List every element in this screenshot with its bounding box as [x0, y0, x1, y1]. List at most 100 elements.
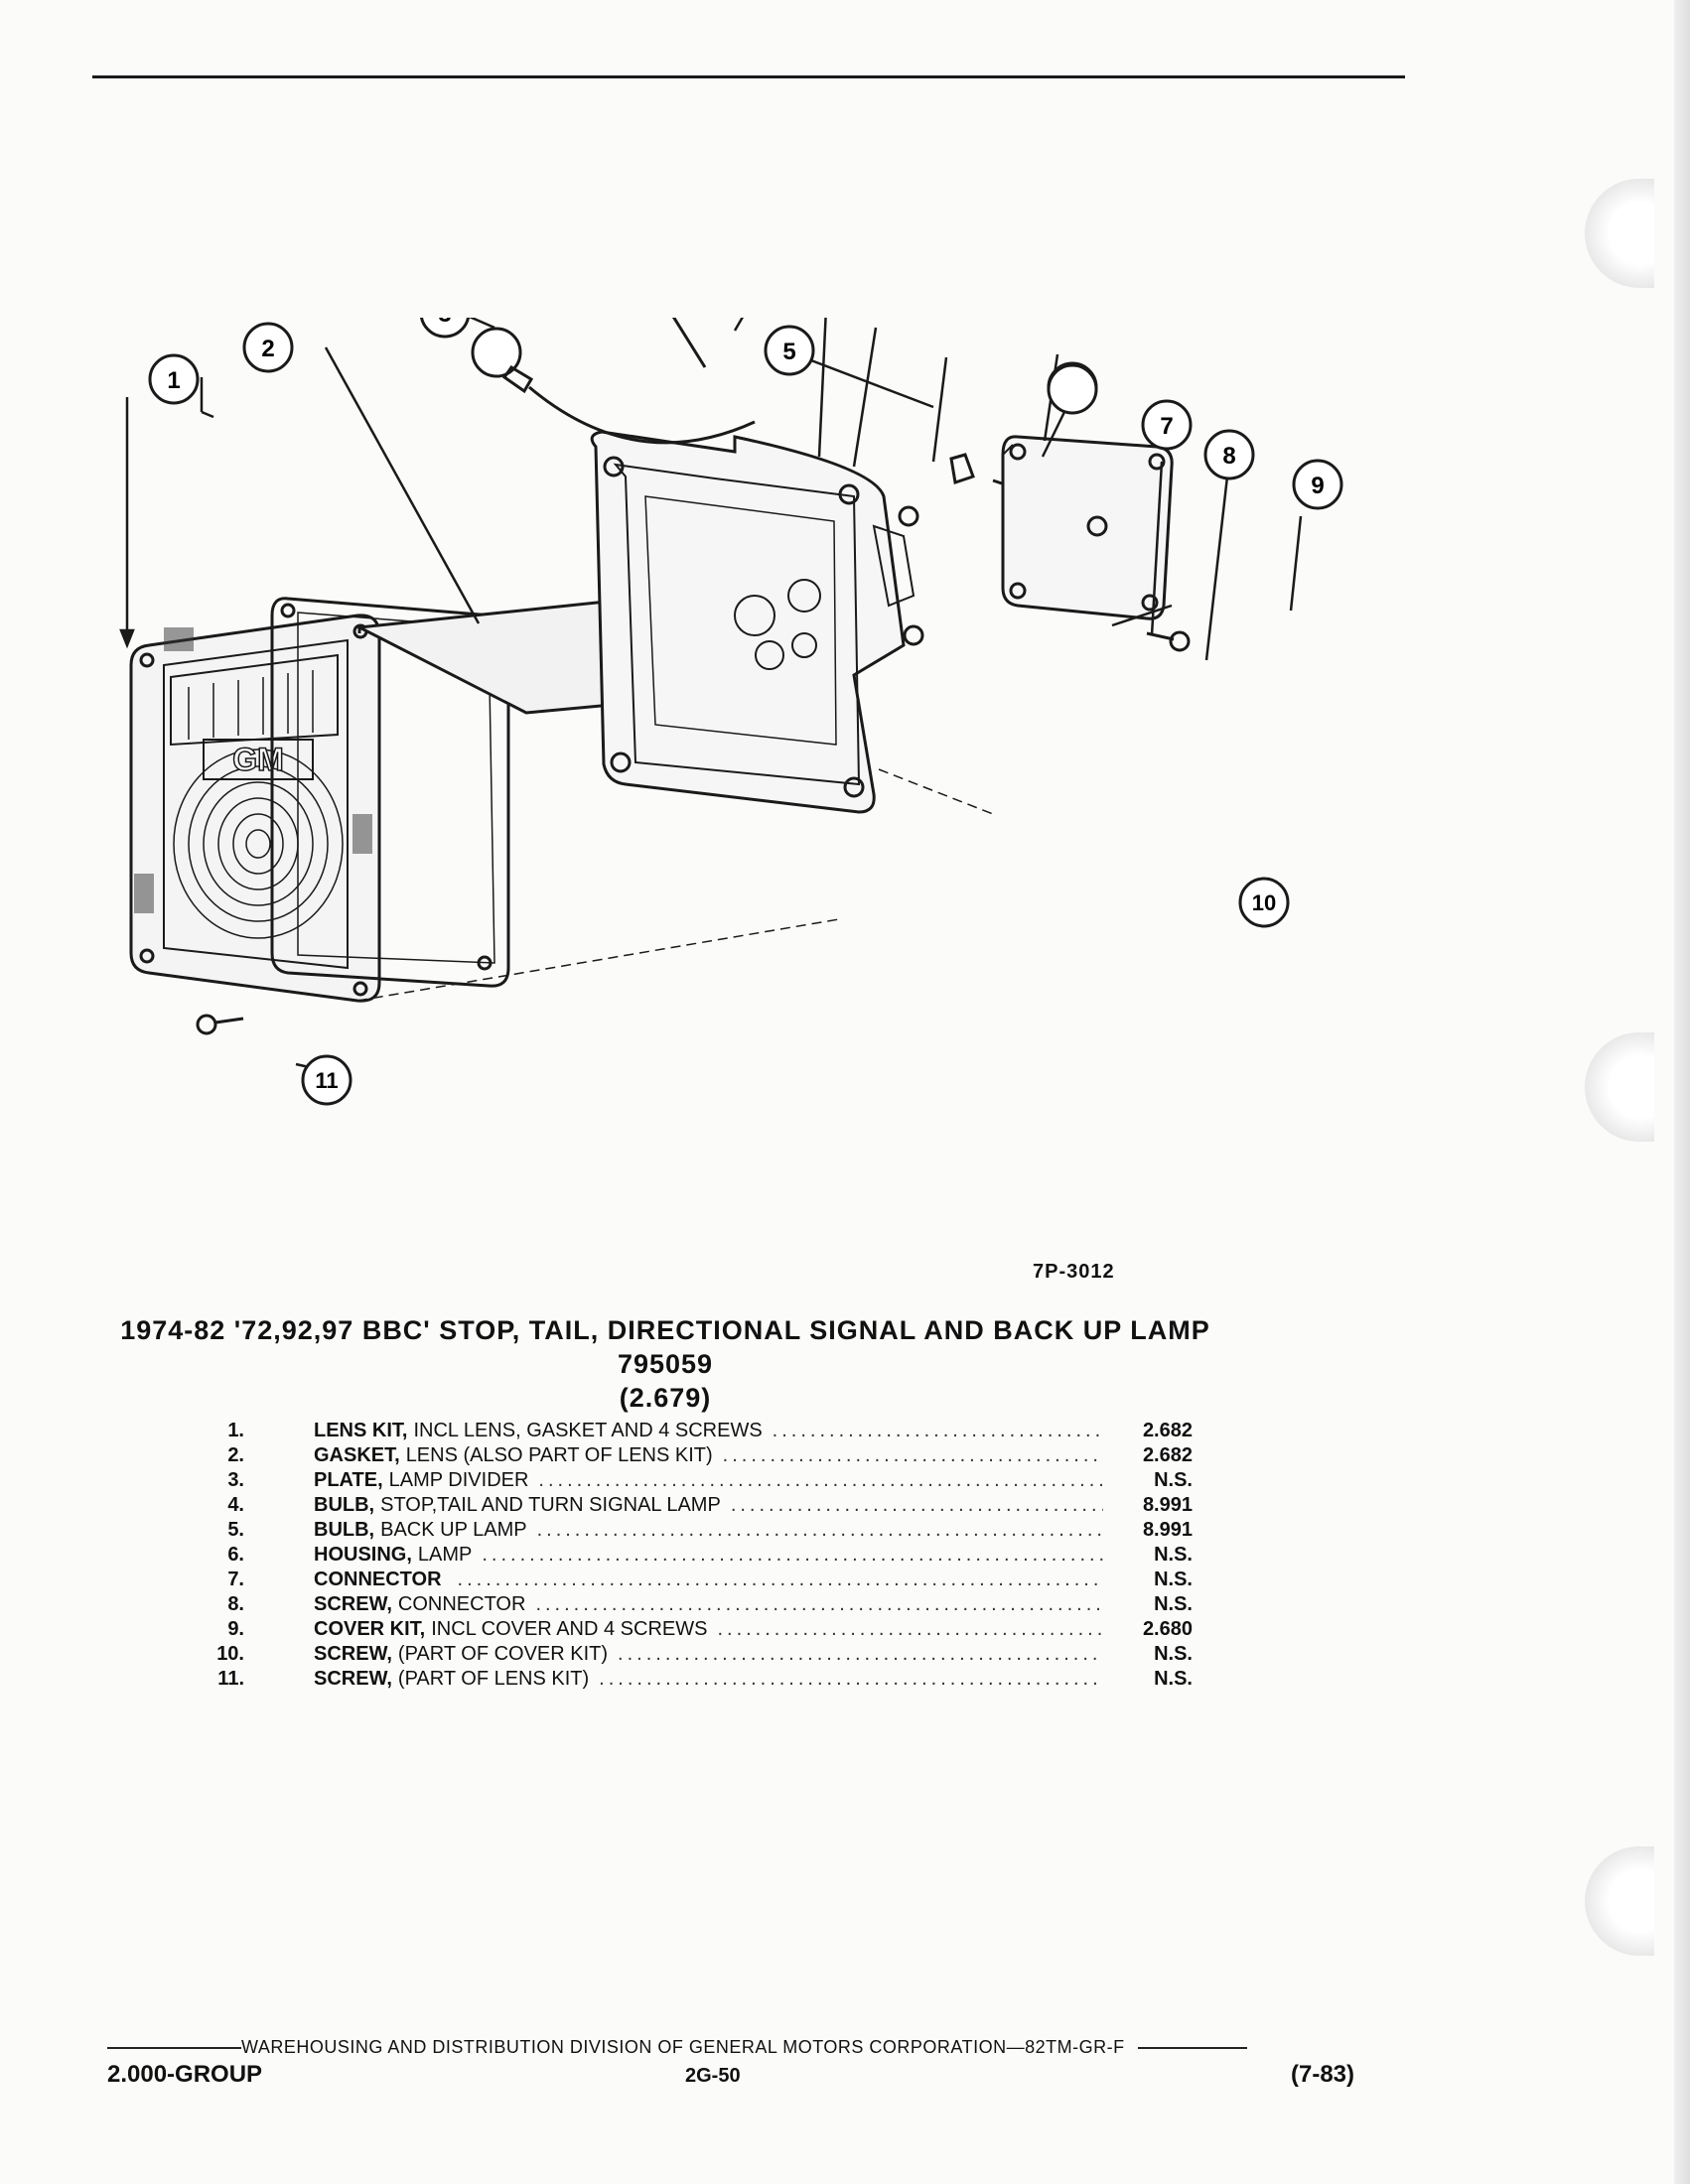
leader-dots	[599, 1668, 1103, 1691]
leader-dots	[482, 1544, 1103, 1567]
parts-list-row: 11.SCREW,(PART OF LENS KIT)N.S.	[199, 1668, 1251, 1693]
part-number: 6.	[227, 1544, 244, 1566]
top-rule	[92, 75, 1405, 78]
part-detail: LENS (ALSO PART OF LENS KIT)	[405, 1444, 713, 1466]
part-description: BULB,STOP,TAIL AND TURN SIGNAL LAMP	[314, 1494, 1103, 1517]
part-number: 11.	[217, 1668, 244, 1690]
leader-dots	[458, 1569, 1103, 1591]
callout-10: 10	[1238, 877, 1290, 928]
part-detail: CONNECTOR	[397, 1593, 526, 1615]
footer-page-number: 2G-50	[685, 2065, 741, 2087]
part-name: COVER KIT,	[314, 1618, 426, 1640]
part-reference: N.S.	[1154, 1544, 1193, 1566]
callout-1: 1	[148, 353, 200, 405]
part-name: SCREW,	[314, 1593, 392, 1615]
parts-list-row: 3. PLATE,LAMP DIVIDER N.S.	[199, 1469, 1251, 1494]
part-reference: N.S.	[1154, 1569, 1193, 1590]
callout-7: 7	[1141, 399, 1193, 451]
binder-hole-middle	[1585, 1032, 1654, 1142]
part-detail: (PART OF LENS KIT)	[397, 1668, 590, 1690]
part-reference: 2.682	[1142, 1444, 1193, 1466]
callout-11: 11	[301, 1054, 352, 1106]
title-part-number: 795059	[617, 1349, 714, 1379]
part-reference: 2.682	[1142, 1420, 1193, 1441]
parts-list-row: 1. LENS KIT,INCL LENS, GASKET AND 4 SCREW…	[199, 1420, 1251, 1444]
part-description: GASKET,LENS (ALSO PART OF LENS KIT)	[314, 1444, 1103, 1467]
part-name: BULB,	[314, 1519, 375, 1541]
part-detail: LAMP DIVIDER	[388, 1469, 529, 1491]
svg-text:10: 10	[1252, 890, 1276, 915]
leader-dots	[535, 1593, 1103, 1616]
svg-text:9: 9	[1311, 473, 1324, 499]
binder-hole-bottom	[1585, 1846, 1654, 1956]
parts-list-row: 8.SCREW,CONNECTORN.S.	[199, 1593, 1251, 1618]
leader-dots	[537, 1519, 1103, 1542]
svg-text:8: 8	[1222, 443, 1235, 470]
part-number: 5.	[227, 1519, 244, 1541]
callout-3: 3	[420, 318, 470, 339]
svg-text:7: 7	[1160, 413, 1173, 440]
part-reference: N.S.	[1154, 1469, 1193, 1491]
footer-dash-left	[107, 2047, 241, 2050]
part-name: GASKET,	[314, 1444, 400, 1466]
part-number: 7.	[227, 1569, 244, 1590]
connector-part	[949, 453, 975, 484]
part-detail: STOP,TAIL AND TURN SIGNAL LAMP	[380, 1494, 721, 1516]
cover-part	[1001, 435, 1174, 620]
part-number: 8.	[227, 1593, 244, 1615]
part-detail: INCL COVER AND 4 SCREWS	[431, 1618, 708, 1640]
footer-division-text: WAREHOUSING AND DISTRIBUTION DIVISION OF…	[241, 2037, 1125, 2057]
part-name: PLATE,	[314, 1469, 383, 1491]
parts-list: 1. LENS KIT,INCL LENS, GASKET AND 4 SCREW…	[199, 1420, 1251, 1693]
footer-group: 2.000-GROUP	[107, 2061, 263, 2088]
callout-5: 5	[764, 325, 815, 376]
svg-text:2: 2	[261, 336, 274, 362]
part-reference: 8.991	[1142, 1519, 1193, 1541]
part-name: SCREW,	[314, 1668, 392, 1690]
part-number: 3.	[227, 1469, 244, 1491]
parts-list-row: 10.SCREW,(PART OF COVER KIT)N.S.	[199, 1643, 1251, 1668]
parts-list-row: 4.BULB,STOP,TAIL AND TURN SIGNAL LAMP8.9…	[199, 1494, 1251, 1519]
parts-list-row: 7.CONNECTORN.S.	[199, 1569, 1251, 1593]
part-detail: BACK UP LAMP	[380, 1519, 527, 1541]
parts-list-row: 9. COVER KIT,INCL COVER AND 4 SCREWS 2.680	[199, 1618, 1251, 1643]
leader-dots	[538, 1469, 1103, 1492]
part-number: 10.	[216, 1643, 244, 1665]
lens-screw-part	[196, 1014, 244, 1035]
part-number: 4.	[227, 1494, 244, 1516]
part-number: 1.	[227, 1420, 244, 1441]
stop-tail-bulb-part	[471, 327, 756, 445]
part-detail: INCL LENS, GASKET AND 4 SCREWS	[413, 1420, 763, 1441]
part-detail: LAMP	[417, 1544, 473, 1566]
footer-dash-right	[1138, 2047, 1248, 2050]
callout-2: 2	[242, 322, 294, 373]
lens-part: GM	[129, 614, 381, 1003]
part-reference: 2.680	[1142, 1618, 1193, 1640]
leader-dots	[773, 1420, 1103, 1442]
callout-8: 8	[1203, 429, 1255, 480]
part-name: BULB,	[314, 1494, 375, 1516]
callout-9: 9	[1292, 459, 1343, 510]
part-number: 2.	[227, 1444, 244, 1466]
part-reference: N.S.	[1154, 1643, 1193, 1665]
footer-date: (7-83)	[1291, 2061, 1355, 2088]
parts-list-row: 6. HOUSING,LAMP N.S.	[199, 1544, 1251, 1569]
part-number: 9.	[227, 1618, 244, 1640]
part-description: BULB,BACK UP LAMP	[314, 1519, 1103, 1542]
part-name: HOUSING,	[314, 1544, 412, 1566]
part-description: HOUSING,LAMP	[314, 1544, 1103, 1567]
part-description: PLATE,LAMP DIVIDER	[314, 1469, 1103, 1492]
part-description: LENS KIT,INCL LENS, GASKET AND 4 SCREWS	[314, 1420, 1103, 1442]
part-description: COVER KIT,INCL COVER AND 4 SCREWS	[314, 1618, 1103, 1641]
leader-dots	[618, 1643, 1103, 1666]
part-description: SCREW,CONNECTOR	[314, 1593, 1103, 1616]
svg-text:5: 5	[782, 339, 795, 365]
page-title: 1974-82 '72,92,97 BBC' STOP, TAIL, DIREC…	[99, 1313, 1231, 1415]
part-name: LENS KIT,	[314, 1420, 408, 1441]
svg-text:3: 3	[438, 318, 451, 328]
upper-callouts: 5 7 8 9	[764, 325, 1343, 661]
parts-list-row: 2. GASKET,LENS (ALSO PART OF LENS KIT) 2.6…	[199, 1444, 1251, 1469]
leader-dots	[731, 1494, 1103, 1517]
svg-text:11: 11	[315, 1068, 338, 1093]
back-up-bulb-part	[671, 318, 707, 368]
